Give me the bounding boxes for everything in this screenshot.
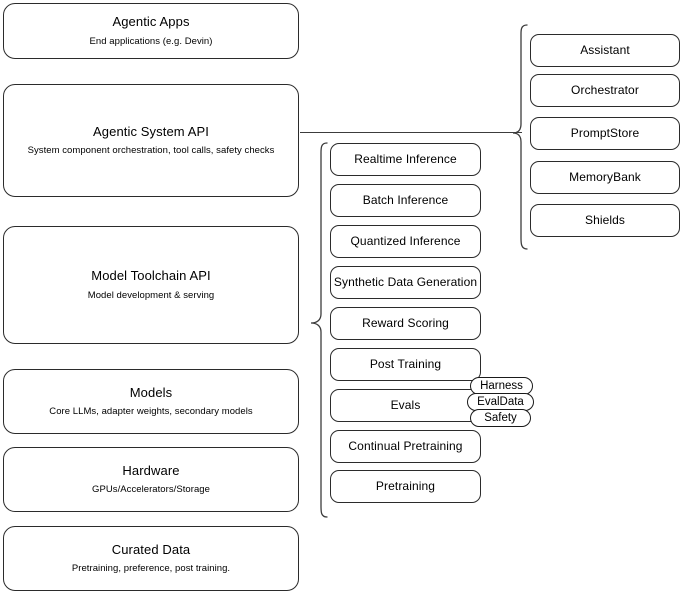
layer-title: Model Toolchain API bbox=[91, 268, 211, 284]
component-label: Shields bbox=[584, 213, 626, 227]
component-label: MemoryBank bbox=[569, 170, 641, 184]
layer-agentic-apps[interactable]: Agentic Apps End applications (e.g. Devi… bbox=[3, 3, 299, 59]
component-shields[interactable]: Shields bbox=[530, 204, 680, 237]
component-label: Batch Inference bbox=[362, 193, 449, 207]
badge-label: EvalData bbox=[477, 396, 524, 408]
badge-safety[interactable]: Safety bbox=[470, 409, 531, 427]
component-pretraining[interactable]: Pretraining bbox=[330, 470, 481, 503]
component-continual-pretraining[interactable]: Continual Pretraining bbox=[330, 430, 481, 463]
component-label: Reward Scoring bbox=[362, 316, 449, 330]
layer-subtitle: System component orchestration, tool cal… bbox=[27, 145, 275, 157]
layer-subtitle: Core LLMs, adapter weights, secondary mo… bbox=[49, 406, 253, 418]
badge-label: Harness bbox=[480, 380, 523, 392]
component-label: PromptStore bbox=[570, 126, 640, 140]
component-reward-scoring[interactable]: Reward Scoring bbox=[330, 307, 481, 340]
component-label: Realtime Inference bbox=[354, 152, 457, 166]
layer-curated-data[interactable]: Curated Data Pretraining, preference, po… bbox=[3, 526, 299, 591]
badge-evaldata[interactable]: EvalData bbox=[467, 393, 534, 411]
brace-system-components bbox=[512, 24, 528, 250]
component-quantized-inference[interactable]: Quantized Inference bbox=[330, 225, 481, 258]
component-realtime-inference[interactable]: Realtime Inference bbox=[330, 143, 481, 176]
layer-subtitle: GPUs/Accelerators/Storage bbox=[92, 484, 210, 496]
layer-title: Curated Data bbox=[111, 541, 191, 557]
component-label: Pretraining bbox=[375, 479, 436, 493]
component-synthetic-data-generation[interactable]: Synthetic Data Generation bbox=[330, 266, 481, 299]
layer-title: Models bbox=[129, 384, 173, 400]
layer-models[interactable]: Models Core LLMs, adapter weights, secon… bbox=[3, 369, 299, 434]
layer-hardware[interactable]: Hardware GPUs/Accelerators/Storage bbox=[3, 447, 299, 512]
component-label: Orchestrator bbox=[571, 83, 639, 97]
component-assistant[interactable]: Assistant bbox=[530, 34, 680, 67]
component-evals[interactable]: Evals bbox=[330, 389, 481, 422]
layer-subtitle: Model development & serving bbox=[87, 289, 215, 301]
component-promptstore[interactable]: PromptStore bbox=[530, 117, 680, 150]
component-orchestrator[interactable]: Orchestrator bbox=[530, 74, 680, 107]
component-post-training[interactable]: Post Training bbox=[330, 348, 481, 381]
component-label: Quantized Inference bbox=[350, 234, 461, 248]
badge-label: Safety bbox=[484, 412, 517, 424]
component-label: Synthetic Data Generation bbox=[333, 275, 478, 289]
component-memorybank[interactable]: MemoryBank bbox=[530, 161, 680, 194]
connector-system-api-to-components bbox=[300, 132, 522, 134]
layer-subtitle: Pretraining, preference, post training. bbox=[71, 563, 231, 575]
component-label: Post Training bbox=[369, 357, 442, 371]
component-label: Assistant bbox=[580, 43, 630, 57]
layer-model-toolchain-api[interactable]: Model Toolchain API Model development & … bbox=[3, 226, 299, 344]
layer-title: Hardware bbox=[122, 462, 180, 478]
component-label: Continual Pretraining bbox=[348, 439, 463, 453]
layer-title: Agentic System API bbox=[93, 123, 209, 139]
component-label: Evals bbox=[390, 398, 421, 412]
brace-toolchain-components bbox=[310, 142, 328, 518]
layer-title: Agentic Apps bbox=[112, 14, 190, 30]
layer-subtitle: End applications (e.g. Devin) bbox=[89, 35, 213, 47]
layer-agentic-system-api[interactable]: Agentic System API System component orch… bbox=[3, 84, 299, 197]
component-batch-inference[interactable]: Batch Inference bbox=[330, 184, 481, 217]
